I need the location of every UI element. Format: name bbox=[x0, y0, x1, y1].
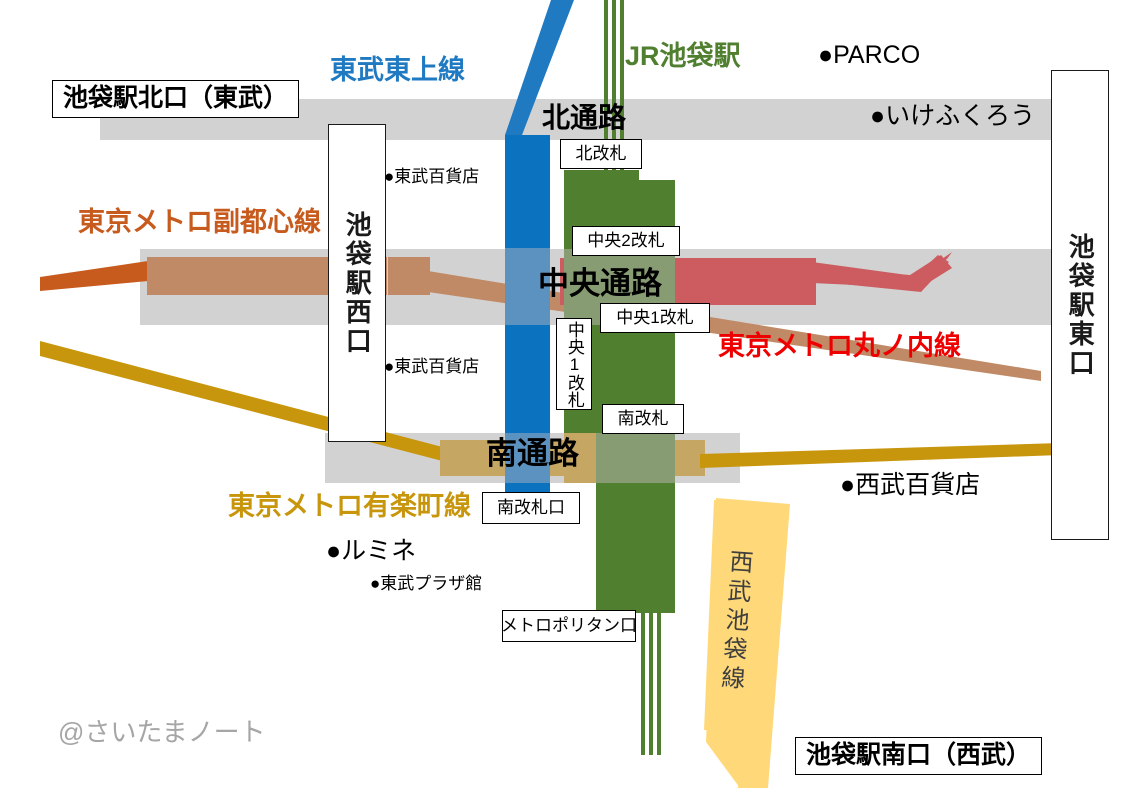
tobu-tojo-diagonal-track bbox=[505, 0, 574, 135]
south-exit-seibu-label-box[interactable]: 池袋駅南口（西武） bbox=[795, 737, 1043, 775]
tobu-tojo-platform-south-overlap bbox=[505, 433, 550, 483]
poi-lumine: ●ルミネ bbox=[326, 537, 417, 565]
jr-track-south-2 bbox=[649, 610, 653, 755]
east-exit-label: 池袋駅東口 bbox=[1065, 232, 1096, 378]
fukutoshin-line-mid-platform bbox=[388, 257, 430, 295]
watermark: @さいたまノート bbox=[58, 717, 266, 747]
tokyo-metro-fukutoshin-line-label: 東京メトロ副都心線 bbox=[78, 207, 321, 237]
central-corridor-label: 中央通路 bbox=[538, 266, 662, 301]
seibu-ikebukuro-line-strip-body bbox=[704, 500, 788, 736]
tobu-tojo-line-label: 東武東上線 bbox=[330, 55, 465, 85]
tobu-tojo-platform-upper bbox=[505, 135, 550, 248]
gate-south-label: 南改札 bbox=[617, 408, 669, 428]
gate-chuo-2-label: 中央2改札 bbox=[587, 230, 665, 250]
gate-metropolitan-label: メトロポリタン口 bbox=[501, 615, 637, 635]
south-corridor-label: 南通路 bbox=[486, 436, 579, 471]
poi-ikefukurou: ●いけふくろう bbox=[870, 102, 1036, 130]
gate-chuo-1-vertical-box[interactable]: 中央1改札 bbox=[556, 318, 592, 410]
gate-north-label: 北改札 bbox=[575, 143, 627, 163]
north-exit-tobu-label: 池袋駅北口（東武） bbox=[63, 84, 289, 112]
jr-ikebukuro-station-label: JR池袋駅 bbox=[625, 41, 741, 71]
gate-north-box[interactable]: 北改札 bbox=[560, 139, 642, 169]
poi-parco: ●PARCO bbox=[818, 41, 921, 69]
gate-chuo-1-box[interactable]: 中央1改札 bbox=[600, 303, 710, 333]
poi-tobu-department-store-south: ●東武百貨店 bbox=[384, 357, 480, 376]
fukutoshin-line-west-tail bbox=[40, 261, 148, 291]
west-exit-box[interactable]: 池袋駅西口 bbox=[328, 124, 386, 442]
east-exit-box[interactable]: 池袋駅東口 bbox=[1051, 70, 1109, 540]
jr-track-north-2 bbox=[612, 0, 616, 172]
north-corridor-label: 北通路 bbox=[542, 102, 627, 133]
marunouchi-line-east-branch bbox=[812, 255, 949, 292]
tokyo-metro-yurakucho-line-label: 東京メトロ有楽町線 bbox=[228, 491, 471, 521]
poi-tobu-plaza: ●東武プラザ館 bbox=[370, 574, 483, 593]
seibu-ikebukuro-line-strip-tail bbox=[738, 730, 772, 788]
gate-metropolitan-box[interactable]: メトロポリタン口 bbox=[501, 610, 637, 642]
south-exit-seibu-label: 池袋駅南口（西武） bbox=[806, 741, 1032, 769]
jr-track-south-3 bbox=[657, 610, 661, 755]
jr-station-block-south-tail bbox=[596, 483, 675, 613]
yurakucho-line-east-segment bbox=[700, 443, 1060, 468]
gate-south-entrance-box[interactable]: 南改札口 bbox=[482, 492, 580, 524]
gate-chuo-1-vertical-label: 中央1改札 bbox=[564, 320, 584, 408]
jr-station-block-south-overlap bbox=[596, 433, 675, 483]
gate-chuo-2-box[interactable]: 中央2改札 bbox=[572, 226, 680, 256]
jr-track-south-1 bbox=[641, 610, 645, 755]
jr-station-block-south-left-strip bbox=[564, 433, 596, 483]
tobu-tojo-platform-central-overlap bbox=[505, 248, 550, 325]
jr-track-north-3 bbox=[620, 0, 624, 172]
tobu-tojo-platform-lower bbox=[505, 325, 550, 433]
jr-station-block-behind-marunouchi bbox=[564, 258, 675, 305]
gate-chuo-1-label: 中央1改札 bbox=[616, 307, 694, 327]
tokyo-metro-marunouchi-line-label: 東京メトロ丸ノ内線 bbox=[718, 331, 961, 361]
west-exit-label: 池袋駅西口 bbox=[342, 210, 373, 356]
jr-track-north-1 bbox=[604, 0, 608, 172]
gate-south-entrance-label: 南改札口 bbox=[497, 497, 565, 517]
north-exit-tobu-label-box[interactable]: 池袋駅北口（東武） bbox=[52, 80, 300, 118]
gate-south-box[interactable]: 南改札 bbox=[602, 404, 684, 434]
poi-tobu-department-store-north: ●東武百貨店 bbox=[384, 167, 480, 186]
poi-seibu-department-store: ●西武百貨店 bbox=[840, 471, 981, 499]
